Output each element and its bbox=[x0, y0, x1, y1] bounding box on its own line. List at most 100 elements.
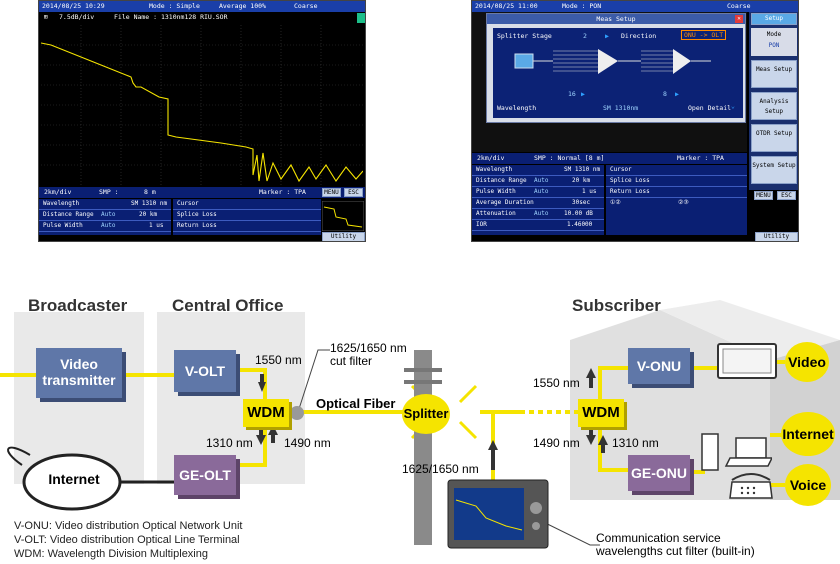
ratio2-next-icon[interactable]: ▶ bbox=[675, 90, 679, 98]
otdr-setup-menu-item[interactable]: OTDR Setup bbox=[751, 124, 797, 152]
label-1550nm-right: 1550 nm bbox=[533, 376, 580, 390]
video-circle: Video bbox=[785, 342, 829, 382]
label-1310nm-right: 1310 nm bbox=[612, 436, 659, 450]
grid bbox=[41, 25, 363, 185]
params-panel: Wavelength SM 1310 nm Distance Range Aut… bbox=[39, 199, 171, 235]
splitter-next-icon[interactable]: ▶ bbox=[605, 32, 609, 40]
ratio1-next-icon[interactable]: ▶ bbox=[581, 90, 585, 98]
marker-label[interactable]: Marker : TPA bbox=[259, 188, 306, 196]
tv-icon bbox=[717, 343, 777, 379]
marker-pair-2: ②③ bbox=[678, 199, 689, 206]
side-menu: Setup Mode PON Meas Setup Analysis Setup… bbox=[749, 12, 798, 190]
wavelength-value[interactable]: SM 1310nm bbox=[603, 104, 639, 112]
param-row[interactable]: Pulse Width Auto 1 us bbox=[39, 221, 171, 232]
utility-button[interactable]: Utility bbox=[322, 232, 365, 241]
ge-olt-box: GE-OLT bbox=[174, 455, 236, 495]
wavelength-label: Wavelength bbox=[497, 104, 537, 112]
central-office-header: Central Office bbox=[172, 296, 284, 315]
label-1550nm-left: 1550 nm bbox=[255, 353, 302, 367]
smp-label[interactable]: SMP : Normal [8 m] bbox=[534, 154, 605, 162]
meas-setup-menu-item[interactable]: Meas Setup bbox=[751, 60, 797, 88]
label-1490nm-right: 1490 nm bbox=[533, 436, 580, 450]
computer-icon bbox=[701, 433, 772, 471]
scale-bar: 2km/div SMP : Normal [8 m] Marker : TPA bbox=[472, 153, 747, 164]
esc-button[interactable]: ESC bbox=[777, 191, 796, 200]
status-bar: 2014/08/25 11:00 Mode : PON Coarse bbox=[472, 1, 798, 12]
otdr-screen-setup: 2014/08/25 11:00 Mode : PON Coarse Meas … bbox=[471, 0, 799, 242]
direction-value[interactable]: ONU -> OLT bbox=[681, 30, 727, 40]
sweep-label: Coarse bbox=[294, 2, 318, 10]
cut-filter-dot bbox=[290, 406, 304, 420]
result-row[interactable]: Cursor bbox=[173, 199, 321, 210]
menu-button[interactable]: MENU bbox=[322, 188, 341, 197]
open-detail-button[interactable]: Open Detail bbox=[688, 104, 732, 112]
param-row[interactable]: Distance Range Auto 20 km bbox=[39, 210, 171, 221]
mode-menu-item[interactable]: Mode PON bbox=[751, 28, 797, 56]
range-label[interactable]: 2km/div bbox=[477, 154, 505, 162]
param-row[interactable]: Wavelength SM 1310 nm bbox=[39, 199, 171, 210]
result-row[interactable]: Cursor bbox=[606, 165, 747, 176]
datetime: 2014/08/25 11:00 bbox=[475, 2, 538, 10]
sweep-label: Coarse bbox=[727, 2, 751, 10]
setup-tab[interactable]: Setup bbox=[751, 13, 797, 25]
chevron-down-icon[interactable]: ⌄ bbox=[731, 102, 735, 110]
broadcaster-header: Broadcaster bbox=[28, 296, 128, 315]
splitter-label: Splitter Stage bbox=[497, 32, 552, 40]
wdm-right-box: WDM bbox=[578, 399, 624, 427]
v-onu-box: V-ONU bbox=[628, 348, 690, 384]
close-icon[interactable]: ✕ bbox=[735, 15, 743, 23]
marker-label[interactable]: Marker : TPA bbox=[677, 154, 724, 162]
direction-label: Direction bbox=[621, 32, 657, 40]
label-comm-filter: Communication service wavelengths cut fi… bbox=[596, 531, 755, 558]
utility-button[interactable]: Utility bbox=[755, 232, 798, 241]
esc-button[interactable]: ESC bbox=[344, 188, 363, 197]
legend-volt: V-OLT: Video distribution Optical Line T… bbox=[14, 534, 240, 546]
result-row[interactable]: Return Loss bbox=[606, 187, 747, 198]
dialog-body: Splitter Stage 2 ▶ Direction ONU -> OLT bbox=[493, 28, 743, 118]
legend-wdm: WDM: Wavelength Division Multiplexing bbox=[14, 548, 208, 560]
analysis-setup-menu-item[interactable]: Analysis Setup bbox=[751, 92, 797, 120]
result-row[interactable]: Return Loss bbox=[173, 221, 321, 232]
file-name: File Name : 1310nm128 RIU.SOR bbox=[114, 13, 228, 21]
v-olt-box: V-OLT bbox=[174, 350, 236, 392]
scale-label[interactable]: 7.5dB/div bbox=[59, 13, 95, 21]
internet-cloud-label: Internet bbox=[48, 471, 100, 487]
trace-toolbar: ⊞ 7.5dB/div File Name : 1310nm128 RIU.SO… bbox=[39, 12, 365, 23]
system-setup-menu-item[interactable]: System Setup bbox=[751, 156, 797, 184]
otdr-device-icon bbox=[447, 479, 549, 549]
subscriber-header: Subscriber bbox=[572, 296, 661, 315]
label-1490nm-left: 1490 nm bbox=[284, 436, 331, 450]
result-row[interactable]: Splice Loss bbox=[606, 176, 747, 187]
legend-vonu: V-ONU: Video distribution Optical Networ… bbox=[14, 520, 243, 532]
range-label[interactable]: 2km/div bbox=[44, 188, 72, 196]
split-ratio-1[interactable]: 16 bbox=[568, 90, 576, 98]
result-row[interactable]: Splice Loss bbox=[173, 210, 321, 221]
smp-value[interactable]: 8 m bbox=[144, 188, 156, 196]
internet-circle: Internet bbox=[781, 412, 835, 456]
menu-button[interactable]: MENU bbox=[754, 191, 773, 200]
phone-icon bbox=[729, 473, 773, 499]
video-transmitter-box: Video transmitter bbox=[36, 348, 122, 398]
otdr-screen-trace: 2014/08/25 10:29 Mode : Simple Average 1… bbox=[38, 0, 366, 242]
splitter-circle: Splitter bbox=[402, 394, 450, 434]
mode-label: Mode : PON bbox=[562, 2, 602, 10]
splitter-value[interactable]: 2 bbox=[583, 32, 587, 40]
zoom-icon[interactable]: ⊞ bbox=[44, 13, 48, 21]
scroll-right-button[interactable] bbox=[357, 13, 365, 23]
average-label: Average 100% bbox=[219, 2, 266, 10]
splitter-diagram bbox=[514, 49, 711, 74]
results-panel: Cursor Splice Loss Return Loss ①② ②③ bbox=[606, 165, 747, 235]
split-ratio-2[interactable]: 8 bbox=[663, 90, 667, 98]
wdm-left-box: WDM bbox=[243, 399, 289, 427]
datetime: 2014/08/25 10:29 bbox=[42, 2, 105, 10]
ge-onu-box: GE-ONU bbox=[628, 455, 690, 491]
meas-setup-dialog: Meas Setup ✕ Splitter Stage 2 ▶ Directio… bbox=[486, 13, 746, 123]
label-cut-filter: 1625/1650 nm cut filter bbox=[330, 341, 407, 368]
